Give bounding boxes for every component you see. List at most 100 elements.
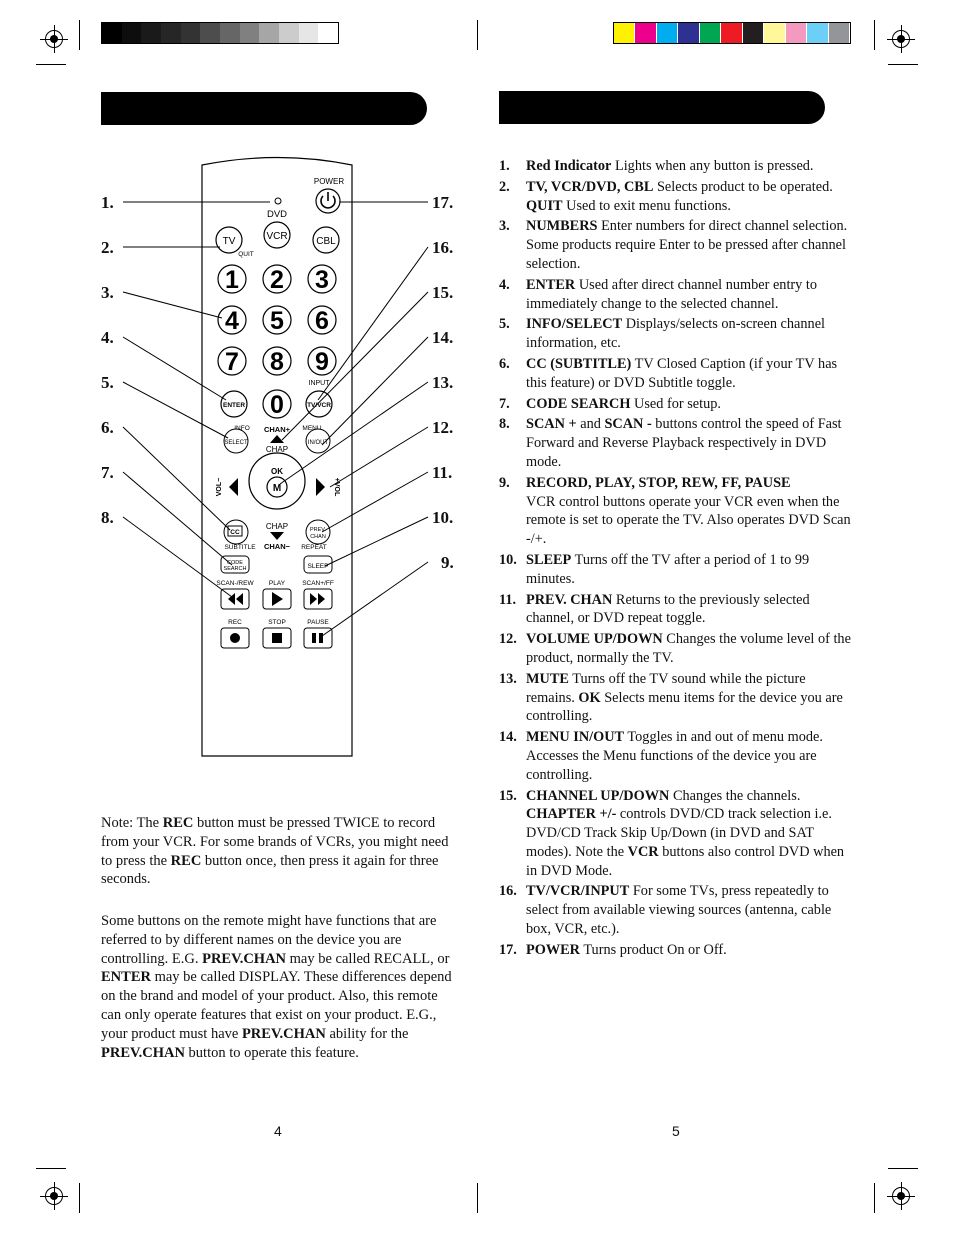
- digit-0-button[interactable]: [262, 389, 292, 419]
- feature-item-8: 8.SCAN + and SCAN - buttons control the …: [499, 415, 851, 471]
- color-swatch: [764, 23, 786, 43]
- record-icon: [230, 633, 240, 643]
- color-swatch: [785, 23, 808, 43]
- vol-down-arrow-icon[interactable]: [229, 478, 238, 496]
- tv-button[interactable]: [215, 226, 243, 254]
- pause-button[interactable]: [303, 627, 333, 649]
- enter-button[interactable]: [220, 390, 248, 418]
- color-swatch: [742, 23, 765, 43]
- digit-6-label: 6: [315, 307, 329, 335]
- callout-7: 7.: [101, 463, 114, 482]
- text-run: Changes the volume level of the product,…: [526, 631, 851, 666]
- power-icon: [320, 192, 336, 209]
- sleep-button[interactable]: [303, 555, 333, 574]
- bold-term: QUIT: [526, 197, 563, 214]
- tv-label: TV: [223, 236, 236, 247]
- digit-9-button[interactable]: [307, 346, 337, 376]
- item-description: TV, VCR/DVD, CBL Selects product to be o…: [526, 179, 833, 214]
- feature-item-1: 1. Red Indicator Lights when any button i…: [499, 157, 851, 176]
- bold-term: MENU IN/OUT: [526, 729, 625, 746]
- item-description: INFO/SELECT Displays/selects on-screen c…: [526, 316, 825, 351]
- registration-mark-icon: [887, 1182, 915, 1210]
- text-run: VCR control buttons operate your VCR eve…: [526, 493, 851, 548]
- callout-15: 15.: [432, 283, 454, 302]
- digit-4-button[interactable]: [217, 305, 247, 335]
- text-run: controls DVD/CD track selection i.e. DVD…: [526, 806, 832, 860]
- bold-term: REC: [162, 815, 194, 831]
- scan-ff-label: SCAN+/FF: [302, 580, 334, 587]
- item-description: PREV. CHAN Returns to the previously sel…: [526, 592, 810, 627]
- inout-label: IN/OUT: [308, 440, 329, 446]
- color-swatch: [699, 23, 722, 43]
- select-button[interactable]: [223, 428, 249, 454]
- play-icon: [272, 592, 283, 606]
- callout-13: 13.: [432, 373, 454, 392]
- feature-item-2: 2.TV, VCR/DVD, CBL Selects product to be…: [499, 178, 851, 216]
- text-run: Selects menu items for the device you ar…: [526, 689, 843, 725]
- item-number: 1.: [499, 158, 510, 174]
- digit-3-button[interactable]: [307, 264, 337, 294]
- item-description: Red Indicator Lights when any button is …: [526, 158, 814, 174]
- bold-term: RECORD, PLAY, STOP, REW, FF, PAUSE: [526, 474, 791, 491]
- pause-icon: [312, 633, 323, 643]
- chan-up-arrow-icon[interactable]: [270, 435, 284, 443]
- bold-term: PREV. CHAN: [526, 591, 613, 608]
- bold-term: SCAN -: [604, 416, 652, 433]
- bold-term: MUTE: [526, 670, 569, 687]
- digit-5-button[interactable]: [262, 305, 292, 335]
- input-label: INPUT: [309, 380, 331, 387]
- text-run: buttons control the speed of Fast Forwar…: [526, 416, 842, 470]
- vcr-label: VCR: [266, 231, 287, 242]
- digit-6-button[interactable]: [307, 305, 337, 335]
- code-search-button[interactable]: [220, 555, 250, 574]
- digit-2-button[interactable]: [262, 264, 292, 294]
- color-calibration-bar: [613, 22, 851, 44]
- callout-10: 10.: [432, 508, 454, 527]
- text-run: Used for setup.: [630, 395, 721, 412]
- digit-7-button[interactable]: [217, 346, 247, 376]
- chan-down-arrow-icon[interactable]: [270, 532, 284, 540]
- gray-swatch: [102, 23, 122, 43]
- chap-bottom-label: CHAP: [266, 522, 288, 531]
- rec-label: REC: [228, 619, 242, 626]
- button-function-list: 1. Red Indicator Lights when any button i…: [499, 157, 851, 962]
- left-header-bar: [101, 92, 427, 125]
- feature-item-6: 6.CC (SUBTITLE) TV Closed Caption (if yo…: [499, 355, 851, 393]
- digit-1-button[interactable]: [217, 264, 247, 294]
- gray-swatch: [239, 23, 260, 43]
- digit-9-label: 9: [315, 348, 329, 376]
- cbl-button[interactable]: [312, 226, 340, 254]
- tvvcr-button[interactable]: [305, 390, 333, 418]
- feature-item-13: 13.MUTE Turns off the TV sound while the…: [499, 670, 851, 726]
- text-run: Turns off the TV after a period of 1 to …: [526, 551, 810, 587]
- cc-icon: [227, 525, 243, 537]
- stop-label: STOP: [268, 619, 286, 626]
- digit-7-label: 7: [225, 348, 239, 376]
- text-run: Used to exit menu functions.: [562, 197, 731, 214]
- vcr-button[interactable]: [263, 221, 291, 249]
- item-number: 14.: [499, 729, 517, 746]
- prev-chan-button[interactable]: [305, 519, 331, 545]
- digit-8-button[interactable]: [262, 346, 292, 376]
- play-label: PLAY: [269, 580, 286, 587]
- mute-button[interactable]: [266, 476, 288, 498]
- gray-swatch: [279, 23, 299, 43]
- info-label: INFO: [234, 425, 250, 432]
- digit-8-label: 8: [270, 348, 284, 376]
- text-run: Lights when any button is pressed.: [611, 158, 814, 174]
- power-label: POWER: [314, 177, 344, 186]
- digit-2-label: 2: [270, 266, 284, 294]
- text-run: button to operate this feature.: [184, 1044, 359, 1061]
- digit-0-label: 0: [270, 391, 284, 419]
- text-run: For some TVs, press repeatedly to select…: [526, 883, 832, 938]
- bold-term: ENTER: [526, 276, 576, 293]
- gray-swatch: [161, 23, 181, 43]
- text-run: and: [576, 416, 605, 433]
- item-number: 17.: [499, 941, 517, 958]
- inout-button[interactable]: [305, 428, 331, 454]
- vol-up-arrow-icon[interactable]: [316, 478, 325, 496]
- text-run: ability for the: [325, 1025, 409, 1042]
- bold-term: VOLUME UP/DOWN: [526, 631, 663, 648]
- ok-ring: [248, 452, 306, 510]
- item-description: POWER Turns product On or Off.: [526, 942, 727, 958]
